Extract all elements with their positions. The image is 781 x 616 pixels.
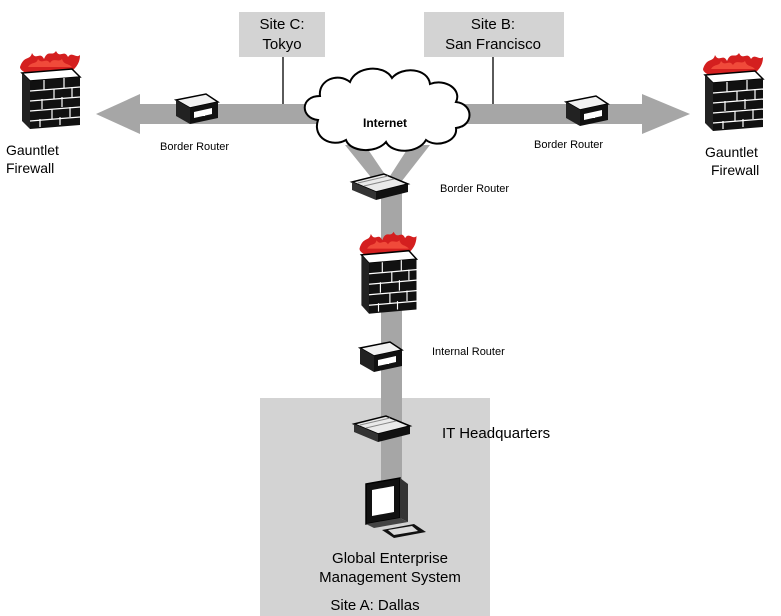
- gems-line1: Global Enterprise: [332, 550, 448, 567]
- gems-line2: Management System: [319, 569, 461, 586]
- left-border-router-label: Border Router: [160, 141, 229, 153]
- right-firewall-icon: [702, 52, 764, 132]
- right-firewall-line2: Firewall: [711, 162, 759, 178]
- site-a-label: Site A: Dallas: [330, 597, 419, 614]
- site-c-line2: Tokyo: [262, 36, 301, 53]
- computer-workstation-icon: [365, 477, 426, 538]
- site-b-label: Site B: San Francisco: [424, 12, 564, 57]
- site-c-label: Site C: Tokyo: [239, 12, 325, 57]
- internet-cloud-icon: Internet: [303, 67, 471, 152]
- center-firewall-icon: [358, 231, 418, 315]
- right-firewall-line1: Gauntlet: [705, 144, 758, 160]
- internal-router-label: Internal Router: [432, 346, 505, 358]
- internet-label: Internet: [363, 116, 407, 130]
- it-headquarters-label: IT Headquarters: [442, 425, 550, 442]
- left-firewall-line1: Gauntlet: [6, 142, 59, 158]
- left-firewall-icon: [19, 50, 81, 130]
- center-border-router-label: Border Router: [440, 183, 509, 195]
- left-firewall-line2: Firewall: [6, 160, 54, 176]
- site-b-line1: Site B:: [471, 16, 515, 33]
- right-border-router-label: Border Router: [534, 139, 603, 151]
- site-b-line2: San Francisco: [445, 36, 541, 53]
- site-c-line1: Site C:: [259, 16, 304, 33]
